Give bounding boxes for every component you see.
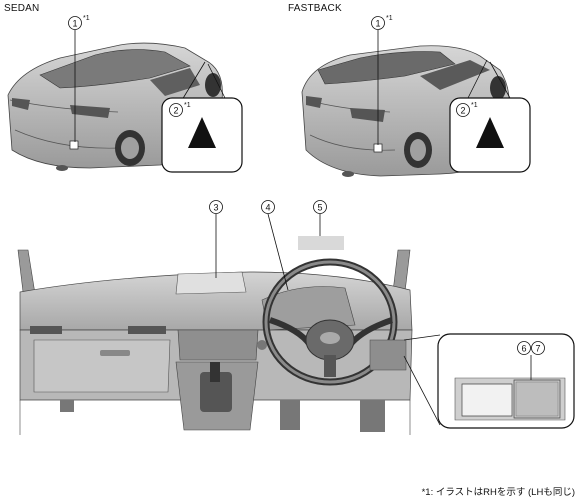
switch-inset: 6 7: [403, 333, 575, 429]
fastback-title: FASTBACK: [288, 3, 342, 14]
triangle-icon: [476, 117, 504, 148]
svg-text:*1: *1: [184, 102, 191, 109]
svg-text:5: 5: [317, 203, 322, 213]
svg-text:4: 4: [265, 203, 270, 213]
svg-text:2: 2: [173, 106, 178, 116]
dashboard-illustration: [17, 249, 413, 435]
callout-5: 5: [298, 200, 344, 250]
sedan-callout-1: 1 *1: [68, 15, 90, 142]
fastback-callout-1: 1 *1: [371, 15, 393, 145]
callout-3: 3: [209, 200, 223, 278]
svg-text:*1: *1: [83, 15, 90, 22]
sedan-tow-hook-cover: [69, 140, 79, 150]
svg-text:2: 2: [460, 106, 465, 116]
callout-5-area: [298, 236, 344, 250]
svg-text:3: 3: [213, 203, 218, 213]
svg-text:1: 1: [72, 19, 77, 29]
sedan-title: SEDAN: [4, 3, 40, 14]
svg-text:*1: *1: [386, 15, 393, 22]
svg-text:6: 6: [521, 344, 526, 354]
sedan-inset: 2 *1: [161, 61, 243, 173]
svg-text:1: 1: [375, 19, 380, 29]
footnote: *1: イラストはRHを示す (LHも同じ): [421, 487, 575, 498]
triangle-icon: [188, 117, 216, 148]
svg-text:7: 7: [535, 344, 540, 354]
svg-text:*1: *1: [471, 102, 478, 109]
fastback-inset: 2 *1: [449, 59, 531, 173]
callout-4: 4: [261, 200, 289, 291]
fastback-tow-hook-cover: [373, 143, 383, 153]
